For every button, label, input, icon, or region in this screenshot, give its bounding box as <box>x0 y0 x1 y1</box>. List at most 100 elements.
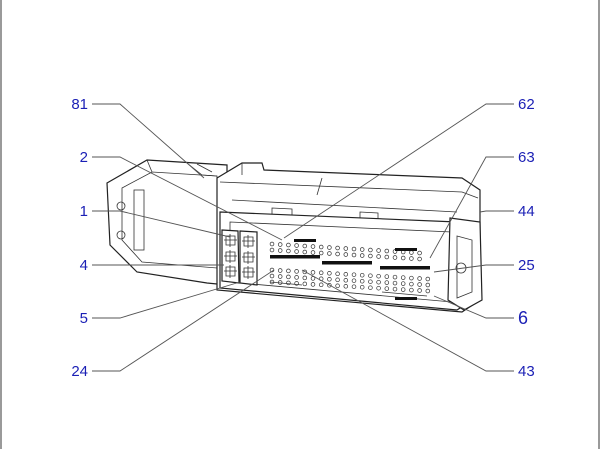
leader-2 <box>92 156 283 241</box>
pin-socket <box>294 243 299 248</box>
pin-socket <box>335 283 340 289</box>
pin-socket <box>286 274 291 280</box>
label-43: 43 <box>518 363 535 380</box>
pin-socket <box>318 244 324 250</box>
pin-socket <box>384 280 390 285</box>
pin-socket <box>384 286 390 291</box>
pin-socket <box>384 254 390 260</box>
label-63: 63 <box>518 149 535 166</box>
pin-socket <box>376 279 381 285</box>
pin-socket <box>384 274 390 279</box>
pin-socket <box>376 248 381 253</box>
leader-lines <box>92 103 514 372</box>
pin-socket <box>318 250 324 256</box>
pin-socket <box>417 250 422 256</box>
pin-socket <box>335 271 340 277</box>
pin-socket <box>368 279 373 284</box>
leader-81 <box>92 103 205 179</box>
pin-socket <box>368 247 373 253</box>
pin-labels: 81 2 1 4 5 24 62 63 44 25 6 43 <box>71 96 534 380</box>
pin-socket <box>400 287 406 292</box>
leader-6 <box>433 295 514 319</box>
pin-socket <box>351 284 357 289</box>
pin-socket <box>409 287 414 293</box>
pin-socket <box>302 249 308 255</box>
label-6: 6 <box>518 308 528 328</box>
pin-socket <box>327 251 332 256</box>
pin-socket <box>343 272 349 277</box>
label-5: 5 <box>80 310 88 327</box>
pin-socket <box>351 246 357 252</box>
pin-socket <box>302 243 308 249</box>
label-44: 44 <box>518 203 535 220</box>
pin-socket <box>269 241 275 247</box>
leader-1 <box>92 210 231 238</box>
coding-bar <box>322 261 372 265</box>
pin-socket <box>335 245 340 251</box>
leader-24 <box>92 269 275 372</box>
pin-socket <box>277 242 283 247</box>
pin-socket <box>286 268 291 274</box>
pin-socket <box>302 275 308 281</box>
pin-socket <box>425 276 431 282</box>
pin-socket <box>409 250 414 255</box>
pin-socket <box>376 273 381 279</box>
pin-socket <box>351 278 357 283</box>
pin-socket <box>310 270 316 275</box>
pin-socket <box>417 256 422 262</box>
pin-socket <box>294 249 299 254</box>
label-81: 81 <box>71 96 88 113</box>
pin-socket <box>269 247 275 253</box>
pin-socket <box>286 242 291 248</box>
pin-socket <box>417 288 422 293</box>
pin-socket <box>351 252 357 258</box>
leader-63 <box>429 156 514 259</box>
pin-socket <box>343 284 349 289</box>
pin-socket <box>368 285 373 290</box>
pin-socket <box>302 281 308 287</box>
label-25: 25 <box>518 257 535 274</box>
pin-socket <box>359 272 365 278</box>
pin-socket <box>425 282 431 288</box>
pin-socket <box>327 245 332 250</box>
pin-socket <box>368 253 373 259</box>
pin-socket <box>277 248 283 253</box>
pin-socket <box>310 282 316 287</box>
leader-62 <box>283 103 514 239</box>
label-1: 1 <box>80 203 88 220</box>
pin-socket <box>376 285 381 291</box>
pin-socket <box>417 276 422 281</box>
pin-socket <box>343 252 349 257</box>
pin-socket <box>359 247 365 252</box>
pin-socket <box>359 284 365 290</box>
pin-socket <box>277 268 283 273</box>
pin-socket <box>343 278 349 283</box>
leader-44 <box>479 210 514 213</box>
pin-socket <box>286 248 291 254</box>
coding-bar <box>270 255 320 259</box>
label-2: 2 <box>80 149 88 166</box>
pin-socket <box>409 275 414 281</box>
pin-socket <box>376 254 381 259</box>
pin-socket <box>359 278 365 284</box>
label-62: 62 <box>518 96 535 113</box>
pin-socket <box>277 274 283 279</box>
pin-socket <box>425 288 431 294</box>
pin-socket <box>343 246 349 251</box>
coding-bar <box>380 266 430 270</box>
pin-socket <box>409 281 414 287</box>
leader-25 <box>433 264 514 273</box>
pin-socket <box>335 251 340 257</box>
large-pin-block <box>221 229 258 286</box>
pin-socket <box>310 250 316 255</box>
pin-socket <box>392 280 398 286</box>
label-24: 24 <box>71 363 88 380</box>
connector-body <box>106 159 483 313</box>
pin-socket <box>318 270 324 276</box>
leader-5 <box>92 281 241 319</box>
pin-socket <box>417 282 422 287</box>
pin-socket <box>384 248 390 254</box>
pin-socket <box>400 275 406 280</box>
